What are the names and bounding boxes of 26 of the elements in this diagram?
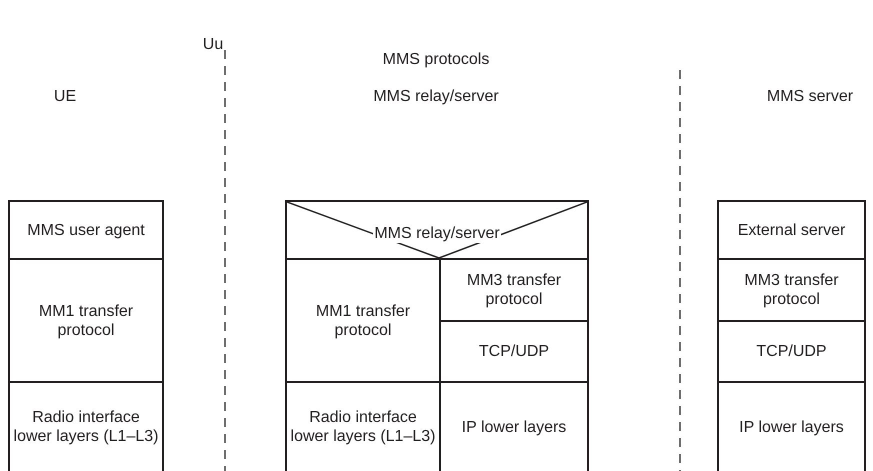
layer-name: IP lower layers	[460, 418, 568, 436]
protocol-layer-box	[717, 320, 866, 383]
layer-name: TCP/UDP	[478, 342, 550, 361]
layer-name: MMS relay/server	[373, 224, 501, 242]
layer-name: Radio interface lower layers (L1–L3)	[290, 408, 436, 446]
protocol-layer-box	[8, 200, 164, 260]
column-label: UE	[54, 88, 76, 106]
column-label: MMS server	[766, 88, 854, 106]
column-label: MMS relay/server	[373, 88, 499, 106]
protocol-layer-box	[717, 381, 866, 471]
layer-name: Radio interface lower layers (L1–L3)	[12, 408, 160, 446]
column-label: Uu	[202, 36, 224, 54]
layer-name: MM3 transfer protocol	[466, 271, 562, 309]
protocol-layer-box	[717, 200, 866, 260]
layer-name: MM1 transfer protocol	[314, 302, 412, 340]
layer-name: External server	[736, 220, 846, 240]
layer-name: MMS user agent	[26, 220, 146, 240]
title: MMS protocols	[382, 51, 490, 69]
layer-name: MM3 transfer protocol	[743, 271, 840, 309]
layer-name: MM1 transfer protocol	[38, 302, 134, 340]
protocol-layer-box	[8, 381, 164, 471]
protocol-layer-box	[285, 200, 589, 260]
protocol-layer-box	[8, 258, 164, 383]
layer-name: IP lower layers	[738, 418, 845, 436]
protocol-layer-box	[717, 258, 866, 322]
layer-name: TCP/UDP	[755, 342, 828, 361]
